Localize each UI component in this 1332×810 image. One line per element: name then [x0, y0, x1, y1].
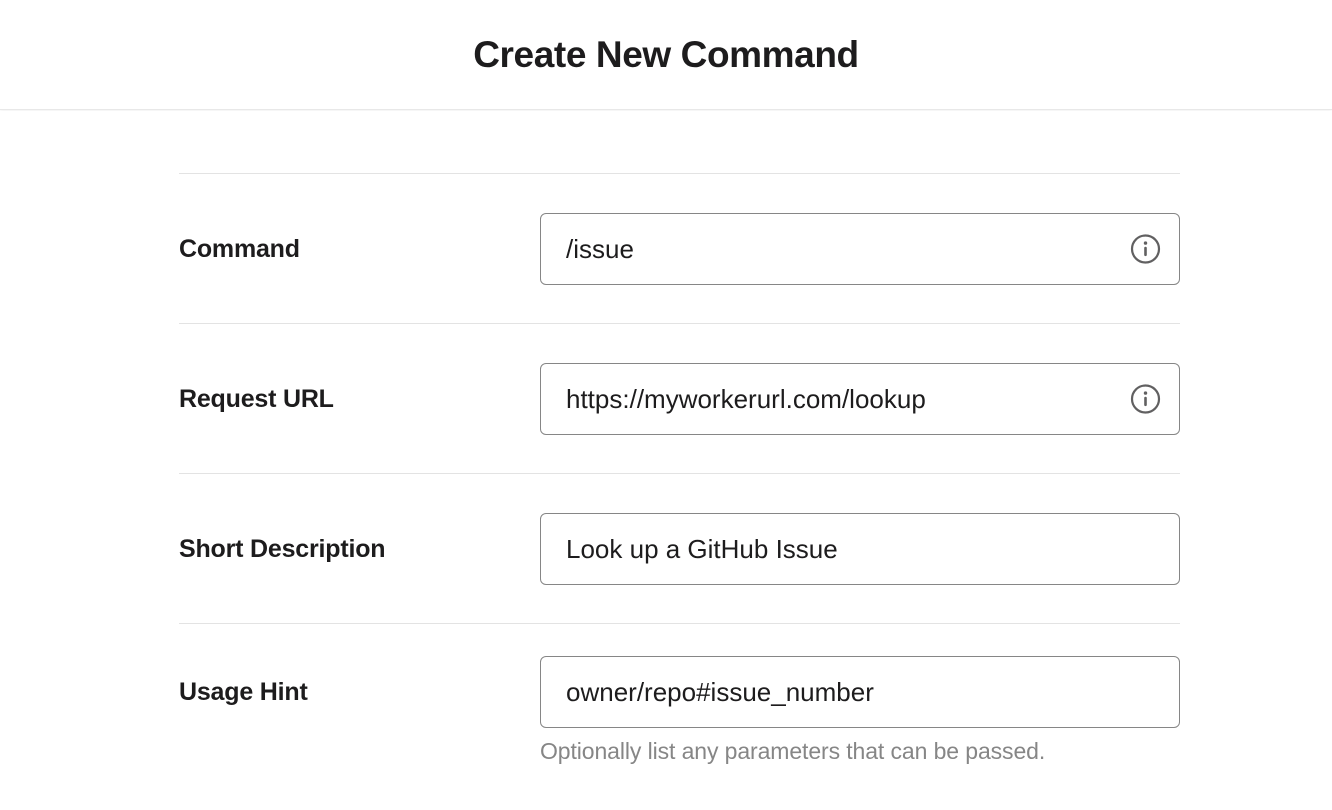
- form-row-request-url: Request URL https://myworkerurl.com/look…: [179, 324, 1180, 473]
- input-wrap-short-description: Look up a GitHub Issue: [540, 512, 1180, 585]
- usage-hint-help-text: Optionally list any parameters that can …: [540, 738, 1046, 764]
- form-row-usage-hint: Usage Hint owner/repo#issue_number Optio…: [179, 624, 1180, 764]
- input-wrap-request-url: https://myworkerurl.com/lookup: [540, 362, 1180, 435]
- divider: [179, 323, 1180, 324]
- form-row-short-description: Short Description Look up a GitHub Issue: [179, 474, 1180, 623]
- page-title: Create New Command: [473, 34, 859, 75]
- command-form: Command /issue Request URL: [179, 173, 1180, 764]
- modal-header: Create New Command: [0, 0, 1332, 110]
- label-short-description: Short Description: [179, 534, 386, 563]
- info-icon[interactable]: [1130, 383, 1161, 414]
- input-wrap-command: /issue: [540, 212, 1180, 285]
- short-description-input[interactable]: Look up a GitHub Issue: [540, 512, 1180, 585]
- label-usage-hint: Usage Hint: [179, 677, 308, 706]
- usage-hint-input[interactable]: owner/repo#issue_number: [540, 655, 1180, 728]
- input-wrap-usage-hint: owner/repo#issue_number: [540, 655, 1180, 728]
- divider: [179, 623, 1180, 624]
- command-input[interactable]: /issue: [540, 212, 1180, 285]
- modal-body: Command /issue Request URL: [0, 111, 1332, 810]
- divider: [179, 473, 1180, 474]
- label-request-url: Request URL: [179, 384, 334, 413]
- form-row-command: Command /issue: [179, 174, 1180, 323]
- label-command: Command: [179, 234, 300, 263]
- request-url-input[interactable]: https://myworkerurl.com/lookup: [540, 362, 1180, 435]
- divider: [179, 173, 1180, 174]
- info-icon[interactable]: [1130, 233, 1161, 264]
